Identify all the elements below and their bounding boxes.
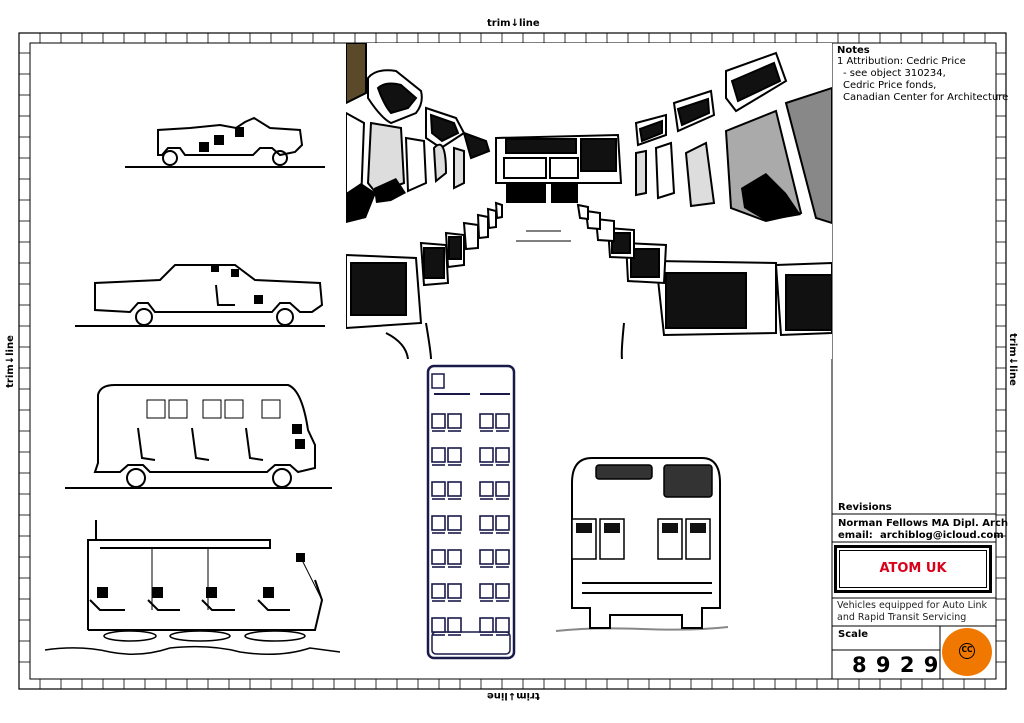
project-title-box: ATOM UK xyxy=(834,545,992,593)
notes-block: Notes 1 Attribution: Cedric Price - see … xyxy=(837,45,1008,104)
seat xyxy=(479,447,494,463)
down-arrow-icon: ↓ xyxy=(1006,356,1018,366)
seat xyxy=(431,515,446,531)
drawing-description: Vehicles equipped for Auto Link and Rapi… xyxy=(837,600,987,624)
notes-title: Notes xyxy=(837,45,870,56)
seat xyxy=(431,549,446,565)
drawing-number: 8 9 2 9 xyxy=(852,653,940,677)
roadster-drawing xyxy=(125,116,325,168)
creative-commons-icon: CC xyxy=(942,628,992,676)
seating-plan-drawing xyxy=(426,364,516,660)
van-drawing xyxy=(65,384,332,489)
down-arrow-icon: ↓ xyxy=(4,355,16,365)
project-title: ATOM UK xyxy=(879,561,947,576)
seat xyxy=(447,549,462,565)
notes-line: Cedric Price fonds, xyxy=(843,80,937,91)
seat xyxy=(479,549,494,565)
trim-line-left: trim↓line xyxy=(4,335,16,388)
seat xyxy=(479,617,494,633)
seat xyxy=(447,515,462,531)
cc-badge-text: CC xyxy=(961,645,973,654)
seat xyxy=(431,617,446,633)
seat xyxy=(495,413,510,429)
notes-line: 1 Attribution: Cedric Price xyxy=(837,56,966,67)
revisions-label: Revisions xyxy=(838,502,892,513)
seat xyxy=(431,413,446,429)
seat xyxy=(447,481,462,497)
seat xyxy=(495,481,510,497)
seat xyxy=(447,413,462,429)
rear-view-drawing xyxy=(555,457,729,632)
down-arrow-icon: ↓ xyxy=(507,690,517,701)
scale-label: Scale xyxy=(838,629,869,640)
seat xyxy=(495,583,510,599)
sedan-drawing xyxy=(75,264,325,327)
description-line: Vehicles equipped for Auto Link xyxy=(837,600,988,611)
author-name: Norman Fellows MA Dipl. Arch xyxy=(838,518,1009,529)
seat xyxy=(479,413,494,429)
interior-perspective-drawing xyxy=(346,43,832,359)
trim-line-right: trim↓line xyxy=(1006,333,1018,386)
notes-line: Canadian Center for Architecture xyxy=(843,92,1009,103)
trim-line-top: trim↓line xyxy=(487,18,540,29)
seat xyxy=(479,481,494,497)
seat xyxy=(479,583,494,599)
seat xyxy=(447,447,462,463)
down-arrow-icon: ↓ xyxy=(510,18,519,29)
seat xyxy=(431,583,446,599)
transit-car-drawing xyxy=(44,520,340,655)
vehicle-elevations xyxy=(44,116,340,655)
seat xyxy=(431,447,446,463)
seat xyxy=(495,515,510,531)
email-label: email: xyxy=(838,530,873,541)
seat xyxy=(447,617,462,633)
seat xyxy=(495,447,510,463)
seat xyxy=(495,617,510,633)
seat xyxy=(431,481,446,497)
email-address: archiblog@icloud.com xyxy=(880,530,1004,541)
trim-line-bottom: trim↓line xyxy=(487,690,540,701)
notes-line: - see object 310234, xyxy=(843,68,946,79)
seat xyxy=(479,515,494,531)
description-line: and Rapid Transit Servicing xyxy=(837,612,967,623)
seat xyxy=(495,549,510,565)
seat xyxy=(447,583,462,599)
